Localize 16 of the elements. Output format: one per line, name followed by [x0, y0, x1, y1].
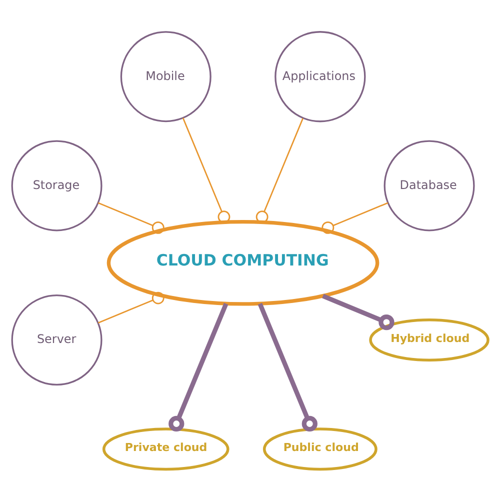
node-circle: Applications — [274, 30, 366, 122]
node-ellipse: Private cloud — [102, 427, 230, 470]
node-circle: Storage — [11, 140, 102, 231]
connector — [182, 117, 230, 223]
connector — [256, 118, 304, 223]
connector — [98, 202, 164, 234]
connector — [98, 291, 164, 324]
node-ellipse: Public cloud — [262, 427, 378, 470]
connector — [322, 293, 394, 330]
connector — [168, 302, 228, 432]
node-circle: Mobile — [120, 30, 212, 122]
connector — [258, 302, 318, 432]
node-circle: Database — [384, 140, 475, 231]
node-circle: Server — [11, 294, 102, 386]
connector — [322, 202, 388, 234]
node-ellipse: Hybrid cloud — [369, 318, 490, 362]
